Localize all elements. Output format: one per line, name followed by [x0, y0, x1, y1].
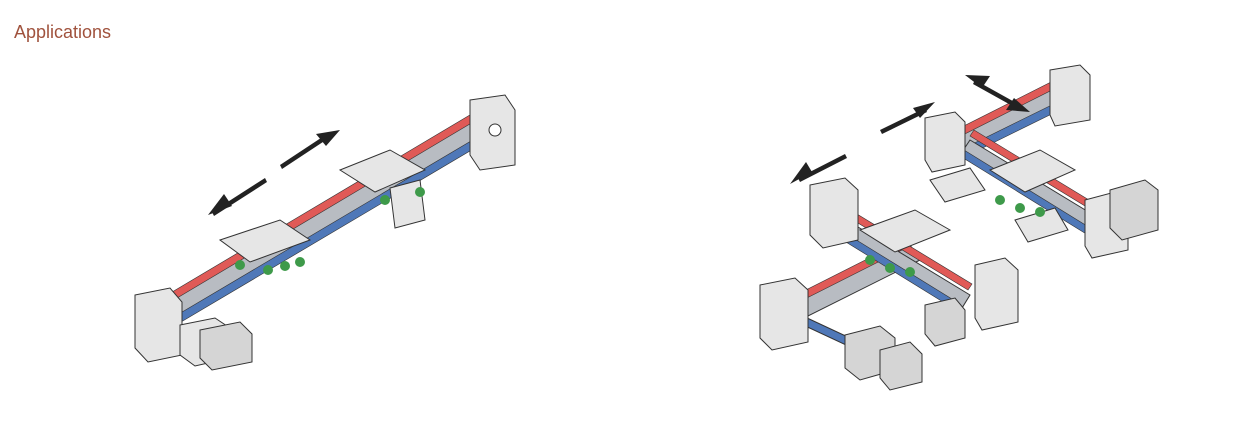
carriage-2 [338, 149, 427, 229]
rail-body [159, 109, 501, 321]
motor [179, 317, 253, 371]
rail-assembly [159, 105, 503, 326]
motors [844, 179, 1159, 391]
carriages [858, 149, 1077, 277]
xy-gantry-illustration [759, 64, 1159, 391]
blue-belt [171, 124, 503, 326]
double-arrow [208, 130, 340, 216]
carriage-1 [218, 219, 312, 275]
end-block-left [134, 287, 183, 363]
motion-arrows [790, 75, 1030, 184]
single-axis-actuator-illustration [134, 94, 516, 371]
end-block-right [469, 94, 516, 171]
section-heading: Applications [14, 22, 112, 42]
